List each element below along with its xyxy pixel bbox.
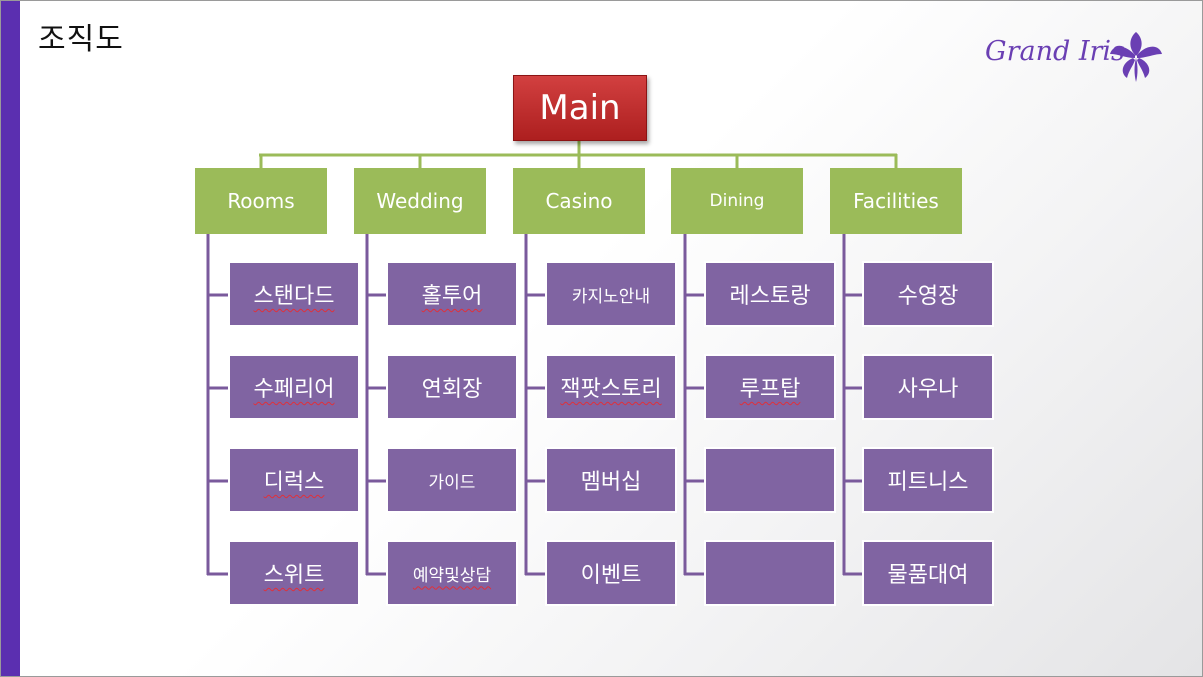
leaf-label: 카지노안내	[571, 286, 651, 307]
leaf-label: 잭팟스토리	[560, 377, 662, 402]
main-root-node: Main	[513, 75, 647, 141]
logo-text: Grand Iris	[985, 36, 1125, 67]
leaf-node-empty	[704, 540, 836, 606]
leaf-node: 잭팟스토리	[545, 354, 677, 420]
leaf-node: 이벤트	[545, 540, 677, 606]
leaf-node: 디럭스	[228, 447, 360, 513]
leaf-node: 수영장	[862, 261, 994, 327]
slide-title: 조직도	[38, 22, 124, 57]
category-casino: Casino	[513, 168, 645, 234]
leaf-label: 스위트	[263, 563, 325, 588]
leaf-node: 스탠다드	[228, 261, 360, 327]
leaf-label: 멤버십	[580, 470, 642, 495]
leaf-node: 사우나	[862, 354, 994, 420]
leaf-node: 가이드	[386, 447, 518, 513]
leaf-label: 사우나	[897, 377, 959, 402]
leaf-label: 이벤트	[580, 563, 642, 588]
leaf-label: 수페리어	[253, 377, 335, 402]
leaf-node: 홀투어	[386, 261, 518, 327]
leaf-node: 피트니스	[862, 447, 994, 513]
category-rooms: Rooms	[195, 168, 327, 234]
leaf-label: 가이드	[428, 472, 476, 493]
leaf-label: 스탠다드	[253, 284, 335, 309]
leaf-label: 수영장	[897, 284, 959, 309]
leaf-node: 레스토랑	[704, 261, 836, 327]
leaf-node: 예약및상담	[386, 540, 518, 606]
leaf-label: 루프탑	[739, 377, 801, 402]
leaf-label: 예약및상담	[412, 565, 492, 586]
leaf-node-empty	[704, 447, 836, 513]
leaf-label: 레스토랑	[729, 284, 811, 309]
grand-iris-logo: Grand Iris	[985, 28, 1165, 84]
leaf-label: 피트니스	[887, 470, 969, 495]
category-dining: Dining	[671, 168, 803, 234]
category-facilities: Facilities	[830, 168, 962, 234]
leaf-label: 연회장	[421, 377, 483, 402]
leaf-node: 연회장	[386, 354, 518, 420]
leaf-label: 물품대여	[887, 563, 969, 588]
leaf-label: 디럭스	[263, 470, 325, 495]
leaf-node: 스위트	[228, 540, 360, 606]
leaf-label: 홀투어	[421, 284, 483, 309]
category-wedding: Wedding	[354, 168, 486, 234]
left-accent-bar	[0, 0, 20, 677]
leaf-node: 멤버십	[545, 447, 677, 513]
leaf-node: 물품대여	[862, 540, 994, 606]
leaf-node: 카지노안내	[545, 261, 677, 327]
leaf-node: 루프탑	[704, 354, 836, 420]
iris-flower-icon	[1110, 32, 1162, 82]
leaf-node: 수페리어	[228, 354, 360, 420]
